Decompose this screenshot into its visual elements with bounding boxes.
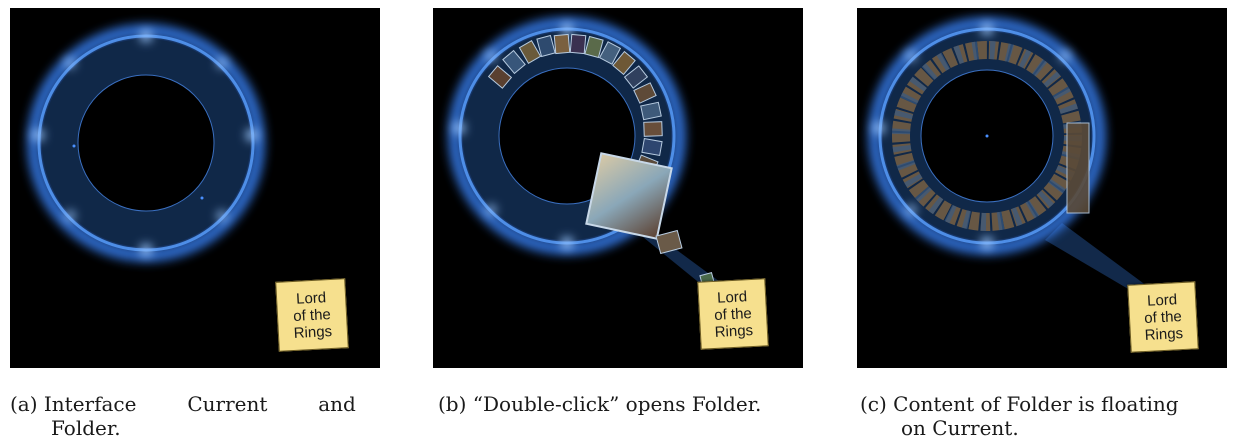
caption-text: “Double-click” opens Folder. xyxy=(472,392,762,416)
folder-note[interactable]: Lord of the Rings xyxy=(697,278,769,350)
panel-c: Lord of the Rings xyxy=(857,8,1227,368)
caption-text-line2: Folder. xyxy=(51,416,121,440)
panel-a: Lord of the Rings xyxy=(10,8,380,368)
caption-label: (b) xyxy=(438,392,467,416)
note-line: of the xyxy=(1143,307,1183,327)
note-line: Lord xyxy=(1146,290,1178,310)
caption-a: (a) Interface Current and Folder. xyxy=(10,392,380,440)
note-line: Rings xyxy=(293,322,333,342)
note-line: Lord xyxy=(716,287,748,307)
note-line: of the xyxy=(713,304,753,324)
caption-text: Interface Current and xyxy=(43,392,356,416)
folder-note[interactable]: Lord of the Rings xyxy=(275,278,349,352)
ring-a xyxy=(27,24,265,262)
note-line: of the xyxy=(292,305,332,325)
folder-note[interactable]: Lord of the Rings xyxy=(1127,281,1199,353)
ring-b xyxy=(448,17,731,298)
caption-text-line2: on Current. xyxy=(901,416,1019,440)
caption-b: (b) “Double-click” opens Folder. xyxy=(438,392,818,416)
note-line: Rings xyxy=(1144,324,1184,344)
ring-c xyxy=(868,17,1147,293)
caption-label: (c) xyxy=(860,392,887,416)
caption-label: (a) xyxy=(10,392,38,416)
caption-c: (c) Content of Folder is floating on Cur… xyxy=(860,392,1237,440)
panel-b: Lord of the Rings xyxy=(433,8,803,368)
caption-text: Content of Folder is floating xyxy=(893,392,1179,416)
note-line: Rings xyxy=(714,321,754,341)
note-line: Lord xyxy=(295,288,327,308)
